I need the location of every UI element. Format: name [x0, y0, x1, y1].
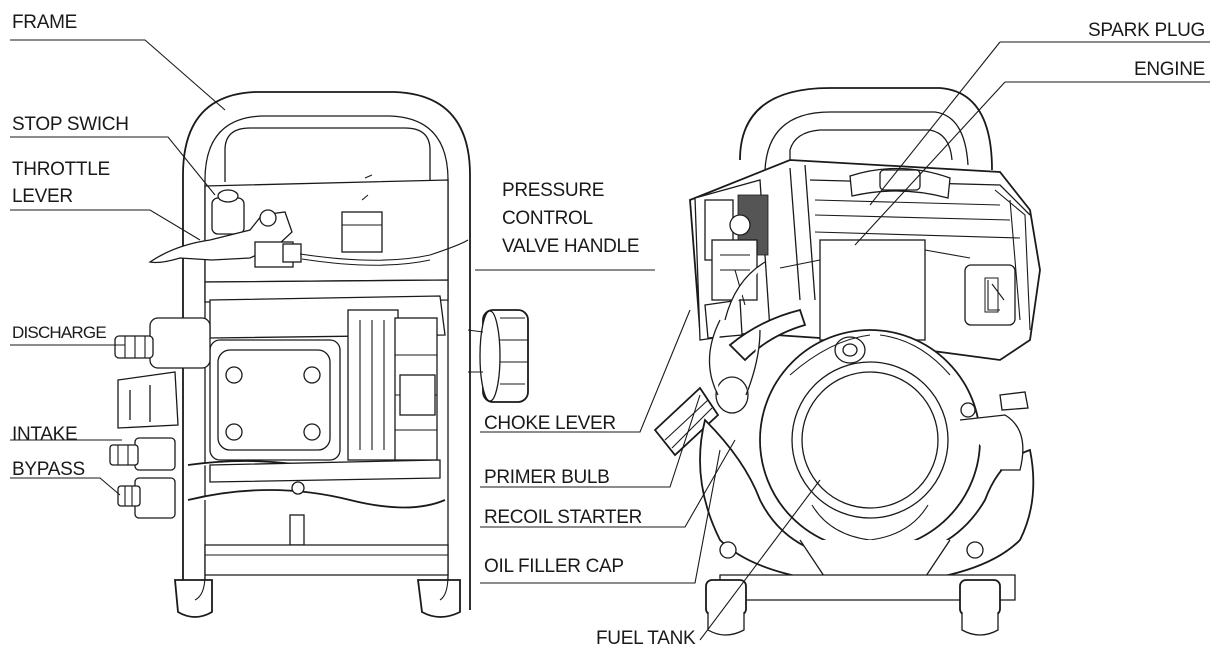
labels: FRAME STOP SWICH THROTTLE LEVER DISCHARG…: [12, 12, 1205, 649]
intake-fitting: [109, 437, 176, 471]
label-fuel-tank: FUEL TANK: [596, 628, 696, 649]
stop-switch: [211, 189, 245, 235]
label-recoil-starter: RECOIL STARTER: [484, 507, 642, 528]
label-throttle-lever-line1: THROTTLE: [12, 159, 110, 180]
pump-side-view: [109, 91, 529, 618]
primer-bulb: [708, 261, 807, 414]
label-discharge: DISCHARGE: [12, 323, 106, 342]
label-stop-switch: STOP SWICH: [12, 114, 129, 135]
label-engine: ENGINE: [1134, 59, 1205, 80]
label-bypass: BYPASS: [12, 459, 85, 480]
label-choke-lever: CHOKE LEVER: [484, 413, 616, 434]
label-primer-bulb: PRIMER BULB: [484, 467, 610, 488]
label-intake: INTAKE: [12, 424, 77, 445]
leader-lines: [10, 39, 1210, 641]
discharge-fitting: [114, 317, 211, 369]
label-pressure-line1: PRESSURE: [502, 180, 604, 201]
pressure-control-valve-handle: [467, 309, 529, 403]
label-oil-filler-cap: OIL FILLER CAP: [484, 556, 624, 577]
engine-body: [779, 239, 1016, 341]
engine-side-view: [653, 87, 1041, 636]
left-feet: [174, 574, 461, 618]
label-frame: FRAME: [12, 12, 77, 33]
label-pressure-line3: VALVE HANDLE: [502, 236, 639, 257]
label-throttle-lever-line2: LEVER: [12, 186, 73, 207]
throttle-lever: [148, 209, 469, 268]
label-pressure-line2: CONTROL: [502, 208, 593, 229]
label-spark-plug: SPARK PLUG: [1088, 20, 1205, 41]
oil-filler-cap: [653, 386, 720, 457]
bypass-fitting: [117, 477, 176, 519]
fuel-tank: [699, 391, 1035, 586]
recoil-starter: [759, 329, 981, 551]
